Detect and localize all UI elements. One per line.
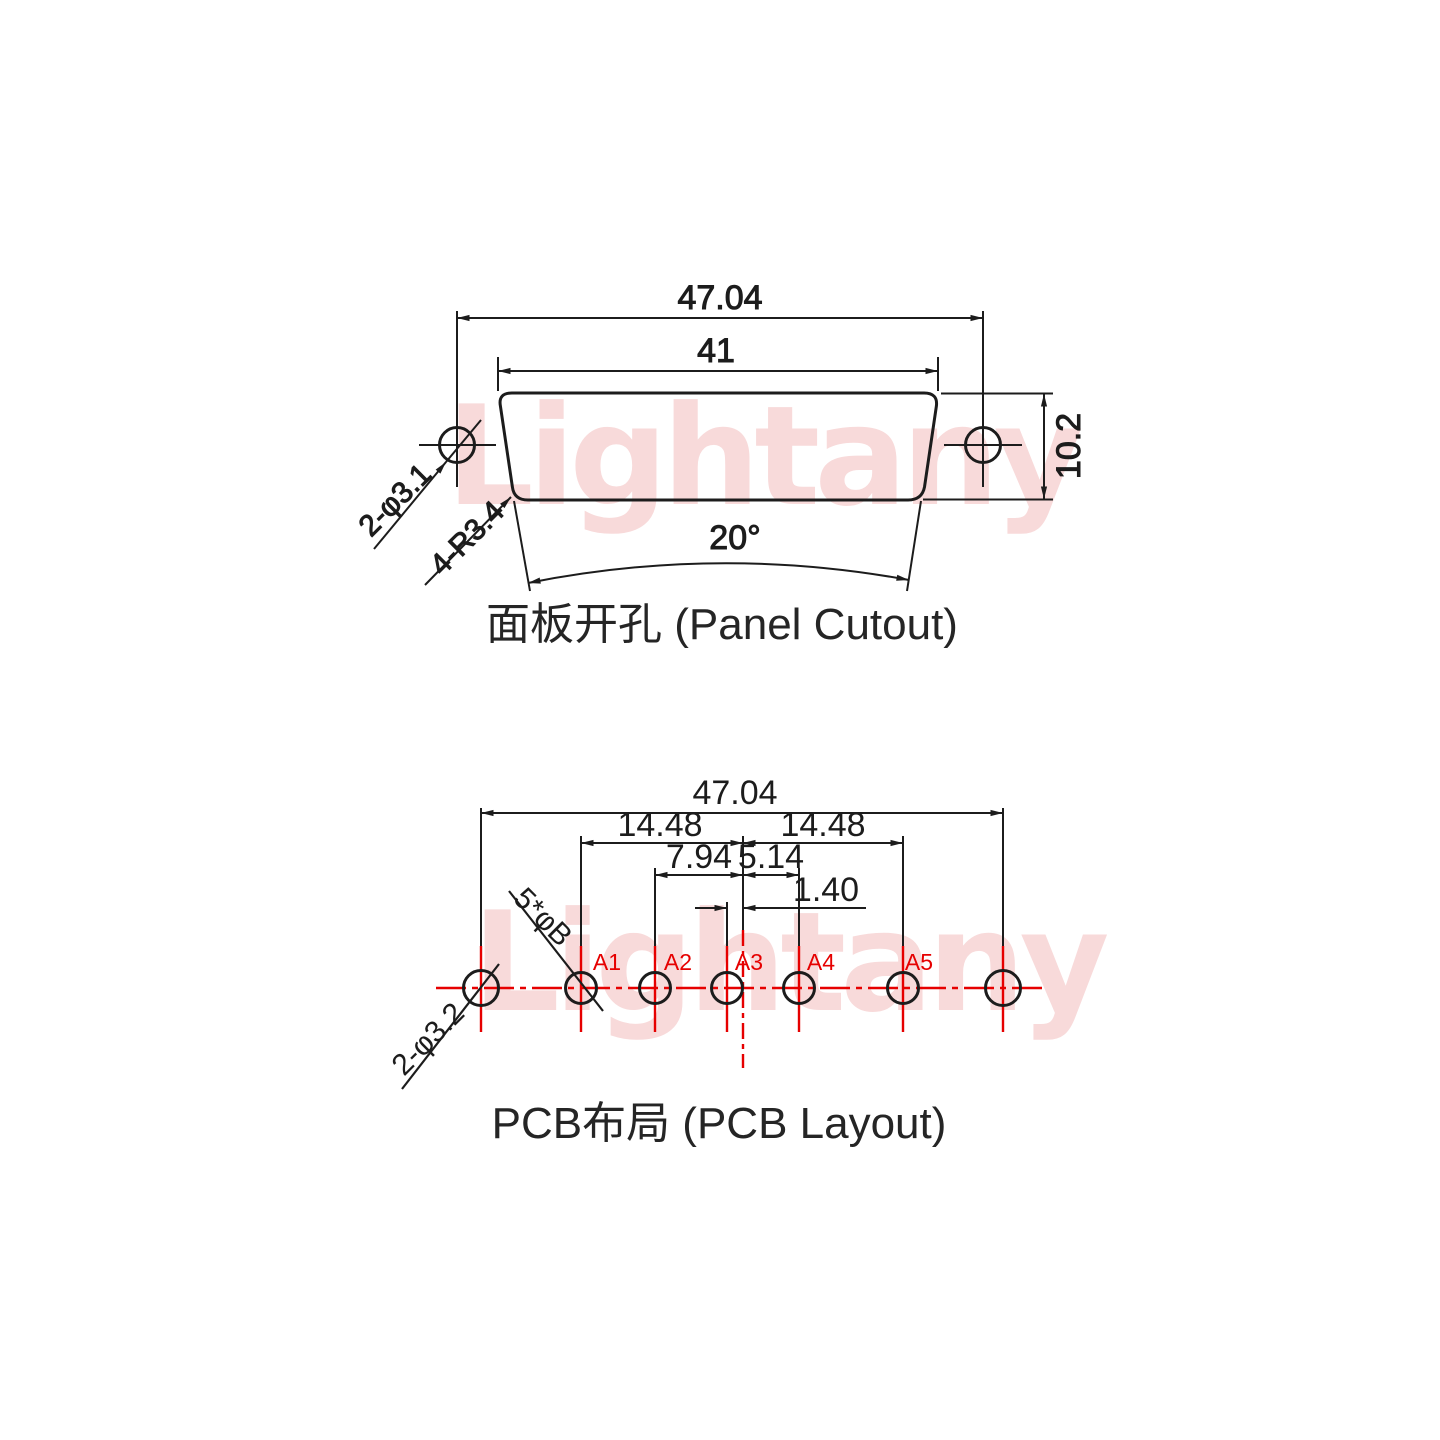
panel-mount-leader-tail [445, 419, 482, 463]
pcb-mount-holes-label: 2-φ3.2 [386, 997, 471, 1082]
pcb-pin-hole-a1 [564, 971, 598, 1005]
pcb-holes [462, 969, 1022, 1007]
pcb-dim-1448-left-text: 14.48 [617, 806, 702, 844]
pcb-dim-794-text: 7.94 [666, 838, 732, 876]
pcb-dim-47-text: 47.04 [692, 774, 777, 812]
pcb-pin-label-a5: A5 [905, 949, 933, 975]
pcb-pin-hole-a5 [886, 971, 920, 1005]
pcb-pin-label-a4: A4 [807, 949, 835, 975]
pcb-mount-hole-right [984, 969, 1022, 1007]
panel-angle-arc [527, 562, 910, 584]
pcb-pin-hole-a4 [782, 971, 816, 1005]
panel-angle-text: 20° [709, 519, 760, 557]
panel-cutout-title: 面板开孔 (Panel Cutout) [486, 600, 958, 649]
pcb-pin-hole-a2 [638, 971, 672, 1005]
panel-mount-leader-line [373, 461, 447, 550]
panel-angle-ext-left [513, 500, 531, 592]
pcb-mount-leader-line [401, 963, 500, 1090]
pcb-pin-leader-line [508, 890, 604, 1012]
panel-radius-label: 4-R3.4 [424, 495, 511, 582]
pcb-pin-label-a3: A3 [735, 949, 763, 975]
pcb-mount-hole-left [462, 969, 500, 1007]
pcb-dim-1448-right-text: 14.48 [780, 806, 865, 844]
pcb-pin-label-a1: A1 [593, 949, 621, 975]
pcb-dim-514-text: 5.14 [738, 838, 804, 876]
pcb-dimensions [481, 809, 1003, 912]
panel-cutout-outline [498, 391, 939, 502]
pcb-extension-lines [480, 808, 1004, 946]
pcb-pin-label-a2: A2 [664, 949, 692, 975]
watermark-top: Lightany [446, 376, 1084, 537]
pcb-red-centerlines [436, 930, 1048, 1068]
panel-dim-47-text: 47.04 [677, 279, 762, 317]
panel-cutout-drawing: 47.04 41 10.2 20° [352, 279, 1088, 650]
panel-dim-102-text: 10.2 [1050, 413, 1088, 479]
pcb-layout-title: PCB布局 (PCB Layout) [492, 1099, 947, 1148]
pcb-pin-hole-a3 [710, 971, 744, 1005]
panel-radius-leader-line [424, 496, 512, 586]
panel-dim-41-text: 41 [697, 332, 735, 370]
pcb-dim-140-text: 1.40 [793, 871, 859, 909]
panel-angle-ext-right [906, 500, 922, 592]
panel-mount-hole-label: 2-φ3.1 [353, 458, 438, 543]
pcb-layout-drawing: 47.04 14.48 14.48 7.94 5.14 1.40 A1 A2 A… [386, 774, 1048, 1148]
pcb-pin-holes-label: 5*φB [507, 882, 578, 953]
